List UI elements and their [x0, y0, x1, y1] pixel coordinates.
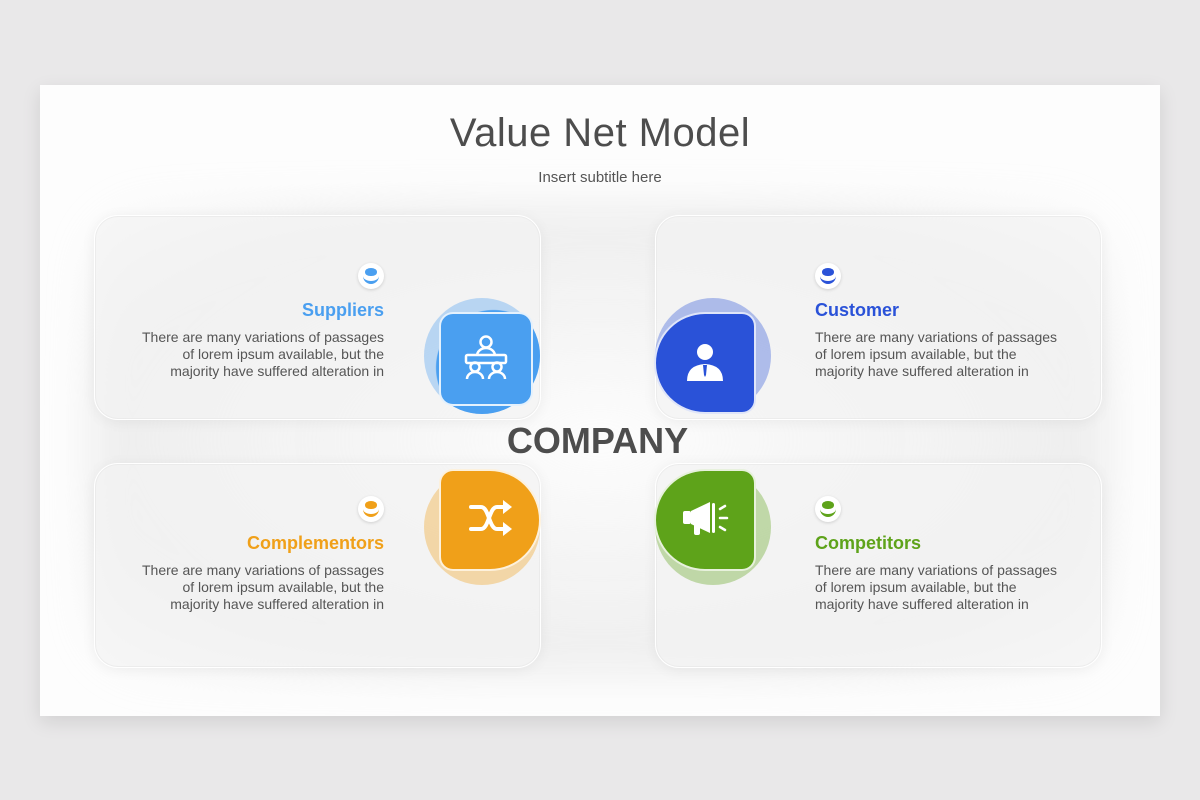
company-label: COMPANY: [506, 420, 689, 461]
customer-block: Customer There are many variations of pa…: [815, 263, 1075, 380]
megaphone-icon: [680, 498, 730, 543]
complementors-small-icon: [358, 496, 384, 522]
complementors-heading: Complementors: [246, 533, 384, 553]
competitors-icon-tile[interactable]: [654, 469, 756, 571]
competitors-small-icon: [815, 496, 841, 522]
businessman-icon: [683, 339, 727, 388]
competitors-heading: Competitors: [815, 533, 922, 553]
customer-small-icon: [815, 263, 841, 289]
complementors-block: Complementors There are many variations …: [124, 496, 384, 613]
shuffle-icon: [467, 498, 513, 543]
suppliers-icon-tile[interactable]: [439, 312, 533, 406]
slide-subtitle: Insert subtitle here: [538, 169, 662, 186]
meeting-table-icon: [461, 334, 511, 385]
complementors-icon-tile[interactable]: [439, 469, 541, 571]
suppliers-heading: Suppliers: [301, 300, 384, 320]
competitors-block: Competitors There are many variations of…: [815, 496, 1075, 613]
customer-heading: Customer: [815, 300, 900, 320]
slide-title: Value Net Model: [449, 111, 751, 155]
slide: Value Net Model Insert subtitle here: [40, 85, 1160, 716]
suppliers-small-icon: [358, 263, 384, 289]
suppliers-block: Suppliers There are many variations of p…: [124, 263, 384, 380]
customer-icon-tile[interactable]: [654, 312, 756, 414]
